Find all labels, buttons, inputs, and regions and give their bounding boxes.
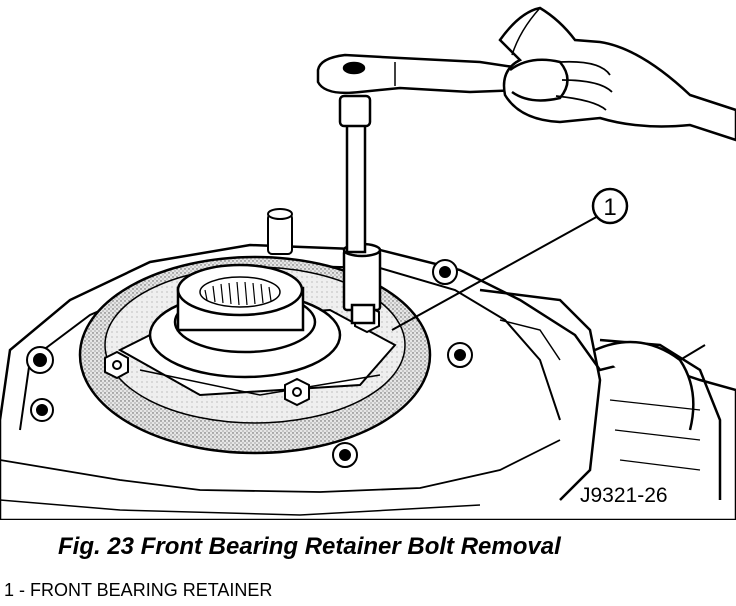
figure-caption-title: Fig. 23 Front Bearing Retainer Bolt Remo… bbox=[58, 533, 561, 560]
drawing-code: J9321-26 bbox=[580, 484, 668, 507]
legend-item: 1 - FRONT BEARING RETAINER bbox=[4, 580, 273, 600]
callout-1: 1 bbox=[391, 187, 629, 331]
input-shaft-hub bbox=[148, 263, 342, 379]
callout-circle bbox=[591, 187, 629, 225]
socket-extension bbox=[338, 94, 382, 325]
callout-number: 1 bbox=[603, 194, 616, 221]
hand bbox=[498, 6, 736, 361]
vent-fitting bbox=[267, 208, 293, 255]
technical-illustration: 1 J9321-26 bbox=[0, 6, 736, 520]
callout-leader-line bbox=[391, 214, 601, 331]
ratchet-wrench bbox=[316, 53, 522, 95]
